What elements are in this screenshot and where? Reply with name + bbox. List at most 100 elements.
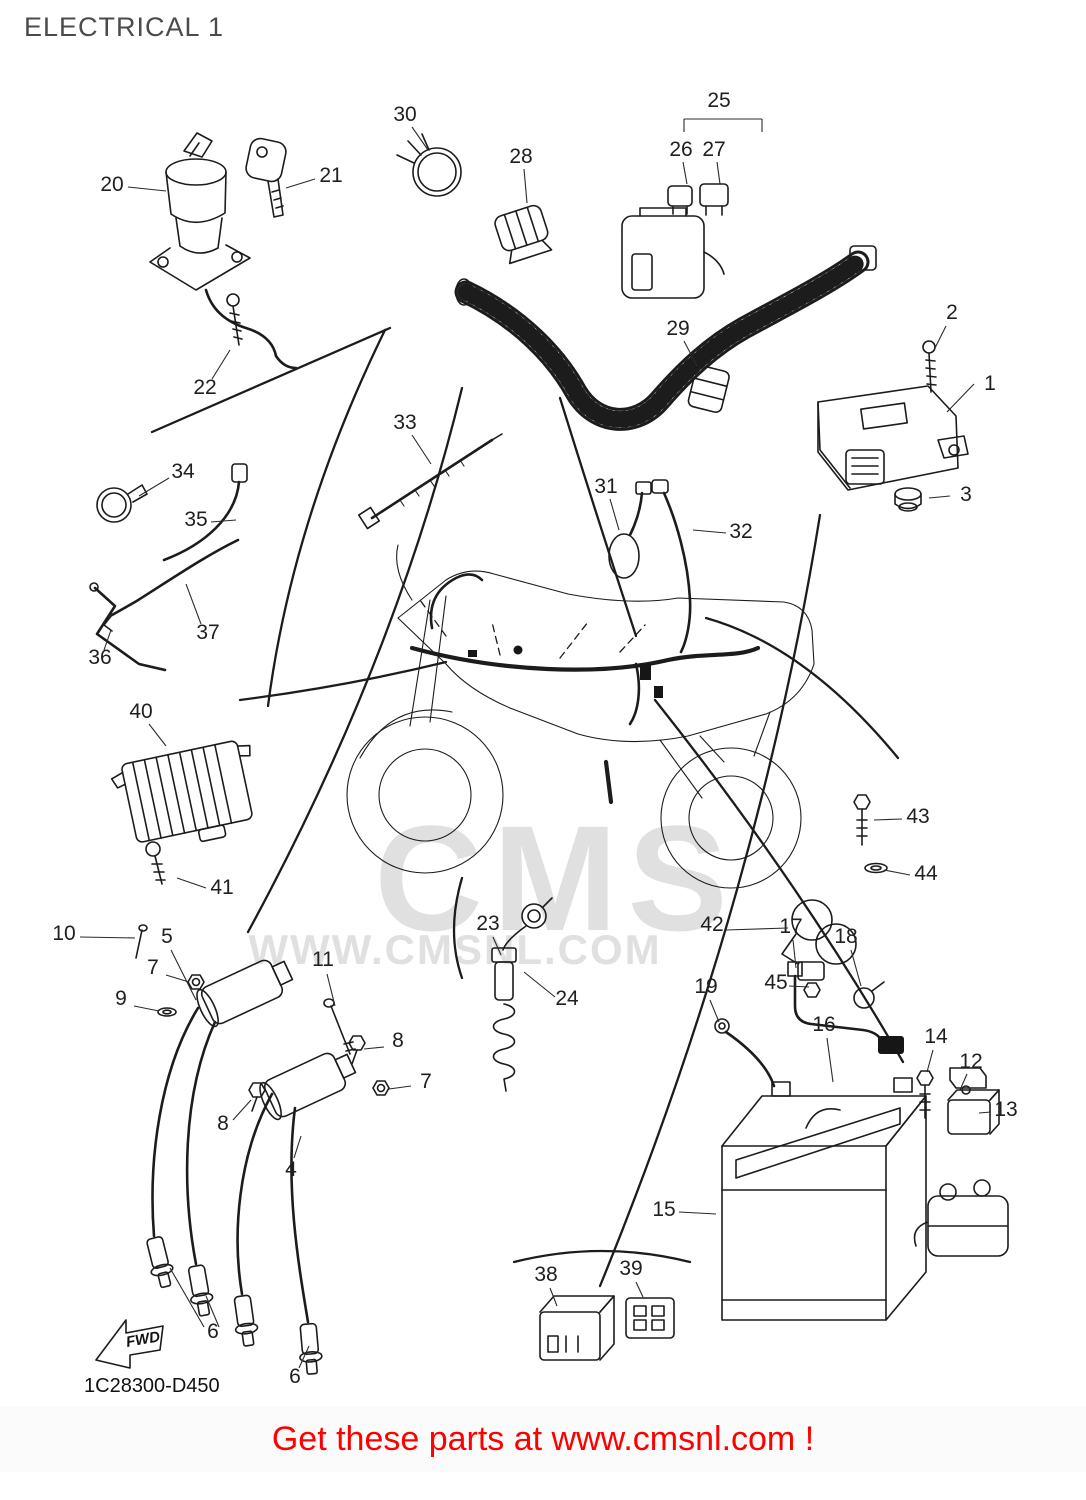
- part-clamp-30: [396, 133, 462, 197]
- callout-leader-34: [138, 477, 170, 497]
- footer-banner: Get these parts at www.cmsnl.com !: [0, 1406, 1086, 1472]
- callout-leader-32: [692, 529, 727, 534]
- callout-30: 30: [393, 103, 416, 126]
- part-battery-15: [721, 1077, 927, 1321]
- part-nut-7a: [187, 974, 205, 990]
- callout-6: 6: [207, 1320, 219, 1343]
- part-screw-2: [922, 340, 937, 393]
- part-nut-45: [803, 982, 821, 998]
- part-fuse-box: [621, 207, 725, 299]
- callout-16: 16: [812, 1013, 835, 1036]
- callout-13: 13: [994, 1098, 1017, 1121]
- part-bolt-8a: [348, 1035, 366, 1065]
- part-rectifier-40: [110, 740, 253, 843]
- part-connector-39: [625, 1297, 675, 1339]
- part-lead-wire-17: [787, 961, 904, 1054]
- part-bolt-8b: [248, 1082, 266, 1112]
- callout-leader-19: [709, 999, 720, 1023]
- callout-leader-33: [411, 434, 432, 465]
- part-sensor-23: [491, 897, 553, 1092]
- part-rod-37: [103, 538, 240, 632]
- callout-leader-38: [549, 1287, 558, 1307]
- callout-38: 38: [534, 1263, 557, 1286]
- page-title: ELECTRICAL 1: [24, 12, 225, 42]
- part-clamp-28: [494, 204, 553, 265]
- callout-leader-6: [205, 1295, 220, 1328]
- callout-leader-13: [978, 1111, 992, 1114]
- callout-37: 37: [196, 621, 219, 644]
- callout-27: 27: [702, 138, 725, 161]
- fwd-label: FWD: [125, 1328, 162, 1351]
- part-ignition-coil-4: [259, 1052, 357, 1121]
- callout-9: 9: [115, 987, 127, 1010]
- callout-leader-26: [682, 161, 688, 185]
- fwd-arrow: FWD: [95, 1319, 164, 1369]
- callout-leader-21: [285, 178, 316, 189]
- callout-leader-31: [609, 498, 620, 531]
- callout-22: 22: [193, 376, 216, 399]
- callout-leader-2: [933, 325, 947, 351]
- callout-leader-44: [883, 869, 911, 876]
- callout-40: 40: [129, 700, 152, 723]
- part-fuse-26: [667, 185, 693, 215]
- part-wire-36: [89, 582, 167, 672]
- callout-leader-11: [326, 973, 336, 1007]
- callout-21: 21: [319, 164, 342, 187]
- watermark-brand: CMS: [374, 794, 737, 962]
- motorcycle-outline: [346, 544, 815, 889]
- callout-7: 7: [147, 956, 159, 979]
- callout-5: 5: [161, 925, 173, 948]
- part-handlebar-harness: [454, 245, 877, 431]
- callout-leader-4: [293, 1135, 302, 1159]
- callout-leader-7: [388, 1085, 412, 1090]
- callout-20: 20: [100, 173, 123, 196]
- callout-23: 23: [476, 912, 499, 935]
- callout-leader-3: [928, 495, 951, 499]
- callout-7: 7: [420, 1070, 432, 1093]
- callout-6: 6: [289, 1365, 301, 1388]
- part-starter-relay: [913, 1179, 1009, 1257]
- callout-leader-12: [959, 1073, 968, 1091]
- callout-8: 8: [217, 1112, 229, 1135]
- part-relay-13: [947, 1089, 1000, 1135]
- part-clamp-34: [96, 484, 148, 523]
- callout-24: 24: [555, 987, 579, 1010]
- callout-26: 26: [669, 138, 692, 161]
- callout-14: 14: [924, 1025, 948, 1048]
- callout-leader-16: [826, 1037, 834, 1083]
- part-bolt-41: [145, 841, 166, 885]
- callout-8: 8: [392, 1029, 404, 1052]
- callout-33: 33: [393, 411, 416, 434]
- callout-leader-28: [523, 168, 528, 204]
- separator-curves: [150, 326, 905, 1288]
- callout-31: 31: [594, 475, 617, 498]
- part-screw-22: [226, 293, 243, 346]
- callout-leader-5: [170, 949, 197, 1001]
- callout-10: 10: [52, 922, 75, 945]
- callout-17: 17: [779, 915, 802, 938]
- callout-leader-29: [683, 340, 698, 367]
- callout-25: 25: [707, 89, 730, 112]
- callout-36: 36: [88, 646, 111, 669]
- callout-leader-15: [678, 1211, 717, 1215]
- callout-32: 32: [729, 520, 752, 543]
- callout-39: 39: [619, 1257, 642, 1280]
- part-washer-9: [157, 1007, 177, 1017]
- part-grommet-3: [894, 487, 922, 512]
- callout-leader-8: [232, 1099, 252, 1121]
- callout-leader-41: [176, 877, 207, 889]
- callout-leader-7: [165, 974, 190, 983]
- diagram-code: 1C28300-D450: [84, 1375, 220, 1397]
- callout-41: 41: [210, 876, 233, 899]
- callout-leader-42: [725, 927, 789, 931]
- callout-leader-17: [792, 939, 797, 969]
- watermark: CMS WWW.CMSNL.COM: [248, 794, 737, 973]
- callout-18: 18: [834, 925, 857, 948]
- part-relay-38: [539, 1295, 615, 1361]
- callout-12: 12: [959, 1050, 982, 1073]
- callout-leader-9: [133, 1005, 160, 1012]
- footer-link[interactable]: Get these parts at www.cmsnl.com !: [271, 1419, 815, 1458]
- callout-leader-1: [946, 383, 975, 413]
